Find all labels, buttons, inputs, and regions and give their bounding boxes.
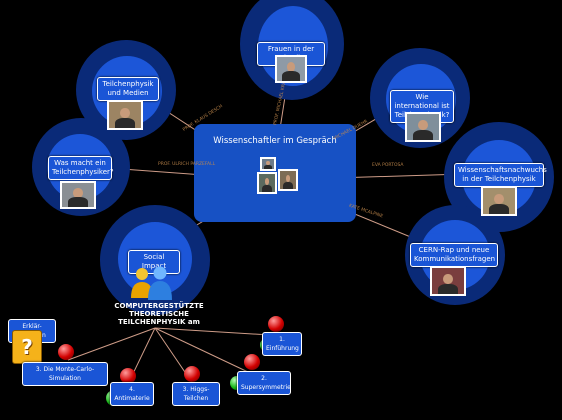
topic-wasmacht-label[interactable]: Was macht ein Teilchenphysiker? [48, 156, 114, 180]
line-einfuehrung [154, 327, 271, 336]
subtopic-antimaterie-label[interactable]: 4. Antimaterie [110, 382, 154, 406]
center-photo-1 [260, 157, 276, 171]
cern-photo [430, 266, 466, 296]
international-photo [405, 112, 441, 142]
question-box-icon: ? [12, 330, 42, 364]
line-susy [154, 327, 249, 373]
subtopic-susy-label[interactable]: 2. Supersymmetrie [237, 371, 291, 395]
subtopic-higgs-label[interactable]: 3. Higgs-Teilchen [172, 382, 220, 406]
edge-label-wasmacht: PROF. ULRICH PARZEFALL [158, 162, 216, 167]
wasmacht-photo [60, 181, 96, 209]
center-photo-3 [278, 169, 298, 191]
topic-medien-label[interactable]: Teilchenphysik und Medien [97, 77, 159, 101]
nachwuchs-photo [481, 186, 517, 216]
topic-cern-label[interactable]: CERN-Rap und neue Kommunikationsfragen [410, 243, 498, 267]
medien-photo [107, 100, 143, 130]
edge-label-nachwuchs: EVA PORTOSA [372, 163, 404, 168]
frauen-photo [275, 55, 307, 83]
center-title: Wissenschaftler im Gespräch [213, 136, 337, 146]
topic-nachwuchs-label[interactable]: Wissenschaftsnachwuchs in der Teilchenph… [454, 163, 547, 187]
subtopic-montecarlo-label[interactable]: 3. Die Monte-Carlo-Simulation [22, 362, 108, 386]
theory-title[interactable]: COMPUTERGESTÜTZTE THEORETISCHE TEILCHENP… [114, 302, 204, 326]
line-montecarlo [67, 327, 156, 361]
center-photo-2 [257, 172, 277, 194]
people-icon [131, 266, 172, 300]
subtopic-einfuehrung-label[interactable]: 1. Einführung [262, 332, 302, 356]
